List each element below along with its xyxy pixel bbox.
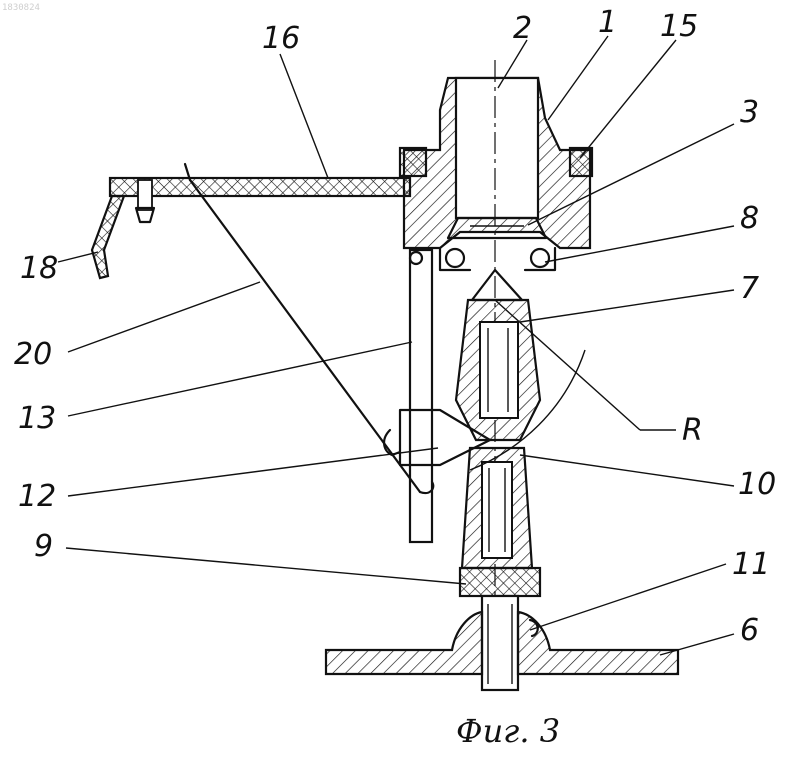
nut-15 (570, 148, 592, 176)
label-2: 2 (513, 11, 532, 46)
label-12: 12 (18, 479, 56, 514)
label-10: 10 (738, 467, 776, 502)
ring-9 (460, 568, 540, 596)
label-15: 15 (660, 9, 698, 44)
label-r: R (682, 413, 703, 448)
label-6: 6 (740, 613, 759, 648)
rod-13 (410, 250, 432, 542)
arm-16 (110, 164, 410, 222)
figure-caption: Фиг. 3 (456, 712, 560, 750)
label-20: 20 (14, 337, 52, 372)
label-18: 18 (20, 251, 58, 286)
arm-nut (400, 148, 426, 176)
bearing-8 (440, 248, 555, 270)
label-1: 1 (598, 5, 617, 40)
handle-18 (92, 196, 124, 278)
label-11: 11 (732, 547, 770, 582)
label-8: 8 (740, 201, 759, 236)
label-9: 9 (34, 529, 53, 564)
label-3: 3 (740, 95, 759, 130)
lower-spindle-10 (462, 448, 532, 568)
label-7: 7 (740, 271, 759, 306)
spindle-7 (456, 270, 540, 440)
leader-lines (58, 36, 734, 655)
label-16: 16 (262, 21, 300, 56)
label-13: 13 (18, 401, 56, 436)
housing-1 (404, 78, 590, 248)
corner-id: 1830824 (2, 3, 40, 13)
cable-20 (190, 180, 420, 492)
